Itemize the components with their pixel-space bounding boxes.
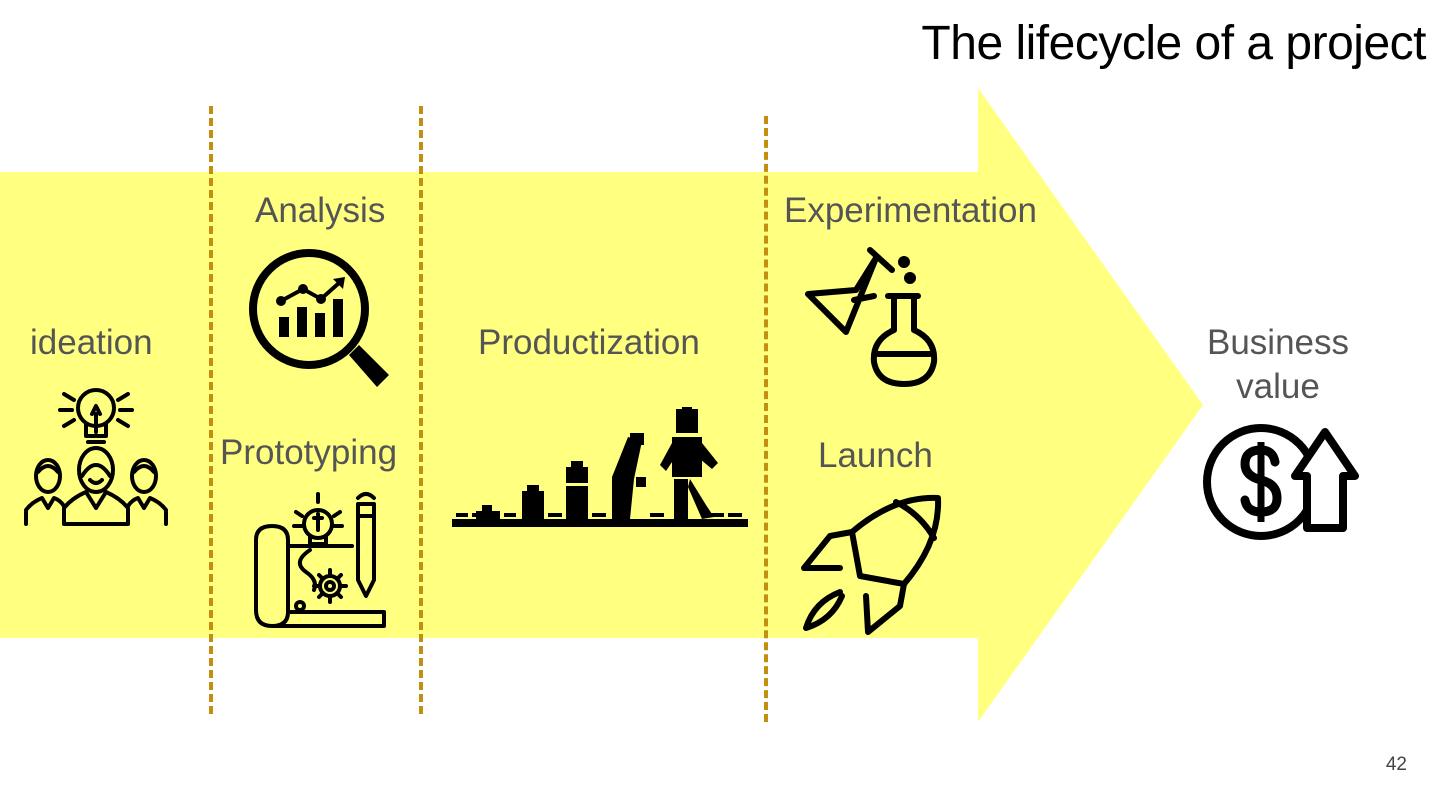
stage-label-analysis: Analysis (255, 191, 386, 230)
business-value-line1: Business (1206, 323, 1350, 362)
dollar-up-arrow-icon (1201, 424, 1359, 542)
blueprint-lightbulb-icon (252, 490, 388, 628)
stage-label-launch: Launch (818, 436, 933, 475)
flasks-icon (804, 244, 944, 388)
slide-title: The lifecycle of a project (921, 17, 1426, 70)
stage-label-productization: Productization (478, 323, 700, 362)
divider-line (209, 106, 213, 714)
lego-evolution-icon (452, 407, 748, 529)
stage-label-business-value: Business value (1198, 321, 1358, 409)
divider-line (419, 106, 423, 714)
page-number: 42 (1385, 754, 1407, 775)
divider-line (764, 116, 768, 722)
people-lightbulb-icon (24, 384, 168, 530)
rocket-icon (800, 492, 946, 638)
stage-label-ideation: ideation (30, 323, 153, 362)
stage-label-experimentation: Experimentation (784, 191, 1037, 230)
business-value-line2: value (1236, 367, 1320, 406)
stage-label-prototyping: Prototyping (220, 433, 398, 472)
magnifier-chart-icon (247, 247, 393, 393)
